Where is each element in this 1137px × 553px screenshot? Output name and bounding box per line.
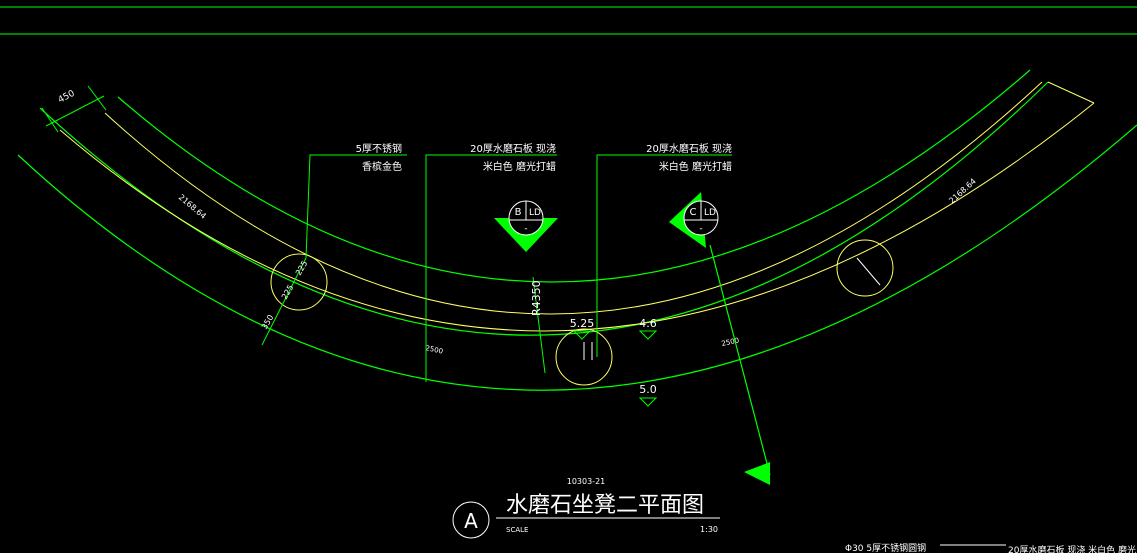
callout-2-leader: [425, 154, 557, 382]
section-reference: 10303-21: [567, 477, 606, 486]
level-marker-1: 5.25: [570, 317, 595, 340]
level-marker-2-triangle: [638, 330, 658, 340]
section-cut-line-c: [709, 244, 771, 476]
section-mark-c-letter: C: [690, 207, 697, 218]
level-marker-2: 4.6: [638, 317, 658, 340]
section-mark-c-sub: -: [699, 224, 702, 234]
section-mark-b-letter: B: [515, 207, 522, 218]
seat-line-outer: [59, 102, 1095, 332]
right-detail-tick: [856, 257, 881, 286]
level-marker-3-triangle: [638, 397, 658, 407]
callout-1-line2: 香槟金色: [362, 160, 402, 173]
chord-left-label: 2500: [425, 344, 444, 356]
detail-circle-center: [555, 328, 613, 386]
chord-right-label: 2500: [721, 336, 740, 348]
arc-length-right: 2168.64: [947, 177, 978, 206]
detail-circle-right: [836, 239, 894, 297]
arc-length-left: 2168.64: [177, 193, 208, 221]
level-marker-1-label: 5.25: [570, 317, 595, 330]
callout-3-leader: [596, 154, 732, 357]
radius-label: R4350: [530, 280, 543, 316]
detail-letter: A: [464, 509, 478, 533]
seat-line-inner: [104, 81, 1043, 315]
section-mark-c-ref: LD: [704, 208, 716, 218]
level-marker-2-label: 4.6: [639, 317, 657, 330]
width-dim-ext-b: [87, 85, 107, 111]
radius-dim-line: [532, 276, 546, 374]
callout-1-line1: 5厚不锈钢: [356, 142, 402, 155]
detail-letter-circle: [452, 501, 490, 539]
width-dim-label: 450: [57, 89, 77, 106]
callout-2-line2: 米白色 磨光打蜡: [483, 160, 556, 173]
section-mark-b: B LD -: [494, 200, 558, 252]
drawing-title: 水磨石坐凳二平面图: [506, 493, 704, 518]
section-mark-c: C LD -: [669, 192, 719, 248]
dim-225-a: 225: [294, 259, 309, 277]
bench-right-end: [1047, 81, 1095, 104]
callout-3-line2: 米白色 磨光打蜡: [659, 160, 732, 173]
section-cut-arrow-c: [744, 462, 770, 485]
callout-1-leader: [305, 154, 407, 259]
width-dim-line: [45, 95, 105, 127]
scale-label: SCALE: [506, 526, 528, 534]
width-dim-ext-a: [41, 107, 59, 133]
note-stainless-rod: Φ30 5厚不锈钢圆钢: [845, 542, 926, 553]
note-terrazzo: 20厚水磨石板 现浇 米白色 磨光: [1008, 544, 1136, 553]
dim-line-left-detail: [261, 257, 307, 346]
detail-circle-left: [270, 253, 328, 311]
level-marker-3: 5.0: [638, 383, 658, 407]
bench-inner-edge: [117, 69, 1031, 283]
callout-3-line1: 20厚水磨石板 现浇: [646, 142, 732, 155]
level-marker-1-triangle: [572, 330, 592, 340]
bench-outer-edge: [17, 124, 1137, 391]
dim-225-b: 225: [280, 283, 295, 301]
callout-2-line1: 20厚水磨石板 现浇: [470, 142, 556, 155]
level-marker-3-label: 5.0: [639, 383, 657, 396]
section-mark-b-sub: -: [524, 224, 527, 234]
scale-value: 1:30: [700, 525, 718, 534]
section-mark-b-ref: LD: [529, 208, 541, 218]
